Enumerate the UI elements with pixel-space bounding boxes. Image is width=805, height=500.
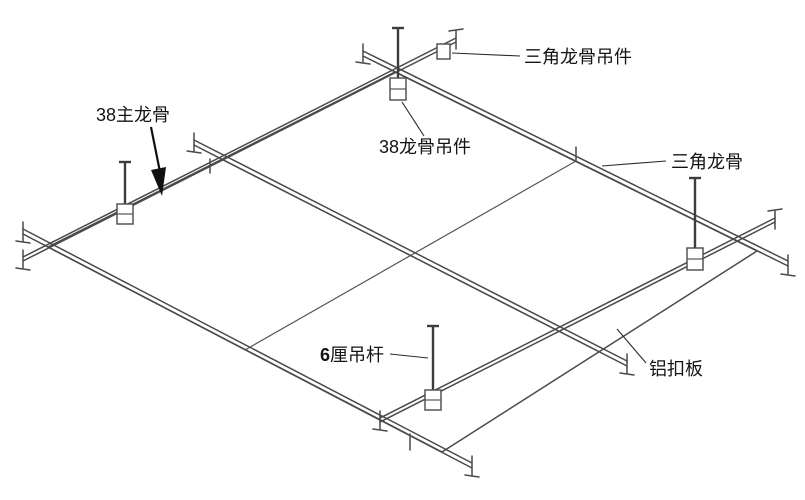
leader-aluminum-panel (616, 328, 647, 364)
hanger-rod-bottom (424, 324, 442, 411)
leader-hanger-rod (389, 353, 429, 359)
rail-line (379, 217, 776, 419)
triangle-keel-top (355, 43, 796, 277)
end-profile (15, 240, 31, 244)
end-profile (767, 208, 783, 212)
label-hanger-rod: 6厘吊杆 (320, 345, 384, 365)
leader-lines (149, 52, 667, 364)
hanger-rod-left (116, 160, 134, 225)
triangle-keel-bottom (15, 221, 480, 478)
ceiling-panel-outline (46, 71, 759, 453)
triangle-keel-middle (186, 132, 635, 376)
end-profile (464, 474, 480, 478)
main-keel-arrow-line (149, 126, 162, 173)
rail-line (22, 41, 457, 262)
leader-triangle-keel-hanger (451, 52, 521, 57)
label-keel-hanger-38: 38龙骨吊件 (379, 137, 471, 157)
triangle-keel-hanger-clip (436, 43, 451, 60)
label-hanger-rod-text: 厘吊杆 (330, 345, 384, 365)
label-hanger-rod-size: 6 (320, 345, 330, 365)
end-profile (186, 150, 202, 154)
label-triangle-keel: 三角龙骨 (671, 152, 743, 172)
rail-line (379, 221, 776, 423)
end-profile (355, 61, 371, 65)
label-aluminum-panel: 铝扣板 (649, 359, 703, 379)
label-main-keel-38: 38主龙骨 (96, 105, 170, 125)
rail-line (193, 144, 628, 367)
leader-triangle-keel (601, 160, 667, 167)
label-triangle-keel-hanger: 三角龙骨吊件 (524, 47, 632, 67)
main-keel-right (372, 208, 783, 432)
leader-keel-hanger-38 (401, 101, 425, 137)
end-profile (780, 273, 796, 277)
labels: 三角龙骨吊件 38主龙骨 38龙骨吊件 三角龙骨 6厘吊杆 铝扣板 (96, 47, 743, 379)
end-profile (619, 372, 635, 376)
end-profile (372, 428, 388, 432)
end-profile (448, 28, 464, 32)
hanger-rod-top (389, 26, 407, 101)
main-keel-arrowhead (151, 167, 166, 196)
rail-line (193, 139, 628, 362)
rail-line (22, 37, 457, 258)
end-profile (15, 267, 31, 271)
rail-line (22, 228, 473, 464)
rail-line (22, 233, 473, 469)
panel-field (46, 71, 759, 453)
hanger-rod-right (686, 176, 704, 271)
main-keel-left (15, 28, 464, 271)
